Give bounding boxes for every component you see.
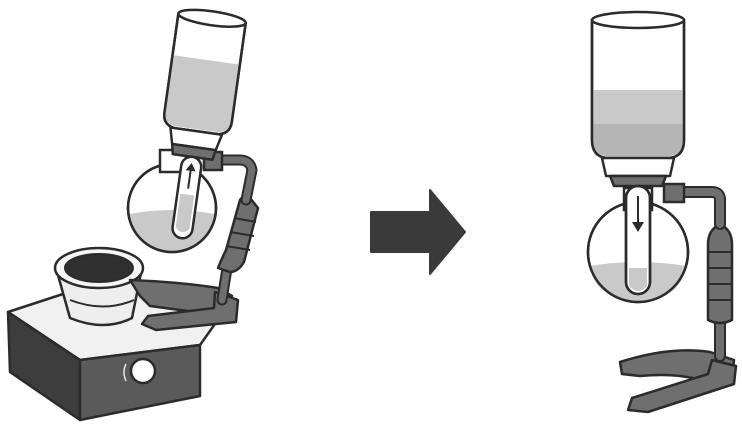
knob-scale — [123, 363, 127, 382]
left-scene — [6, 8, 260, 422]
upper-chamber-left — [163, 8, 247, 240]
up-arrow-icon — [185, 162, 196, 172]
burner-ring — [69, 299, 135, 308]
clamp-right — [662, 182, 686, 204]
right-scene — [586, 10, 738, 414]
right-arrow-icon — [370, 189, 466, 275]
stand-rod-left — [202, 150, 260, 306]
upper-liquid-left — [165, 55, 239, 133]
down-arrow-icon — [632, 222, 644, 232]
stand-base-right — [618, 349, 738, 414]
upper-chamber-right — [590, 10, 686, 296]
stand-rod-right — [662, 182, 734, 362]
burner — [53, 246, 145, 327]
knob-icon — [129, 357, 157, 385]
stand-handle-right — [706, 222, 734, 325]
stand-base-left — [128, 278, 240, 332]
burner-opening — [64, 253, 134, 283]
